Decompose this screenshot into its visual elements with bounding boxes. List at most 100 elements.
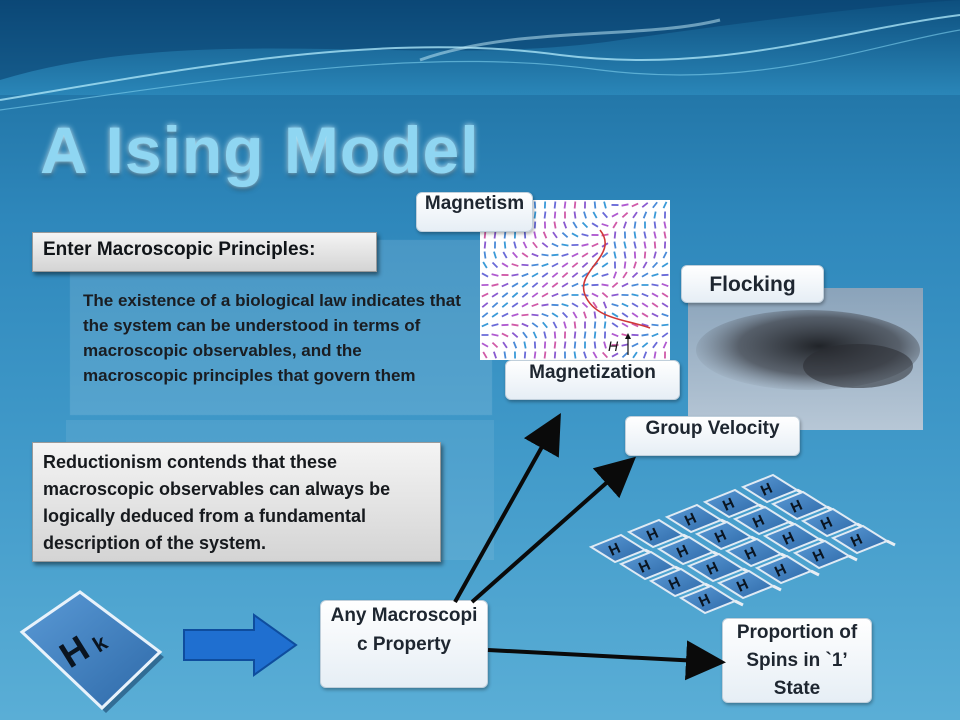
field-arrow bbox=[653, 231, 657, 239]
field-arrow bbox=[611, 212, 619, 218]
field-arrow bbox=[573, 321, 577, 329]
field-arrow bbox=[593, 201, 597, 209]
field-arrow bbox=[511, 263, 519, 267]
field-arrow bbox=[662, 251, 668, 259]
field-arrow bbox=[521, 263, 529, 267]
field-arrow bbox=[551, 312, 559, 318]
field-arrow bbox=[593, 321, 597, 329]
field-arrow bbox=[583, 311, 587, 319]
field-arrow bbox=[541, 242, 549, 248]
field-arrow bbox=[641, 292, 649, 298]
field-arrow bbox=[533, 351, 537, 359]
field-arrow bbox=[481, 302, 489, 308]
field-arrow bbox=[543, 211, 547, 219]
any-property-box: Any Macroscopic Property bbox=[320, 600, 488, 688]
field-arrow bbox=[563, 341, 567, 349]
field-arrow bbox=[511, 323, 519, 327]
field-arrow bbox=[561, 262, 569, 268]
field-arrow bbox=[571, 282, 579, 288]
field-arrow bbox=[603, 341, 607, 349]
field-arrow bbox=[531, 282, 539, 288]
field-arrow bbox=[602, 211, 608, 219]
field-arrow bbox=[551, 272, 559, 278]
field-arrow bbox=[533, 211, 537, 219]
field-arrow bbox=[641, 312, 649, 318]
field-arrow bbox=[561, 303, 569, 307]
proportion-text: Proportion of Spins in `1’ State bbox=[736, 622, 858, 699]
field-arrow bbox=[651, 302, 659, 308]
field-arrow bbox=[483, 241, 487, 249]
field-arrow bbox=[543, 331, 547, 339]
group-velocity-label: Group Velocity bbox=[625, 416, 800, 456]
field-arrow bbox=[531, 292, 539, 298]
field-arrow bbox=[631, 302, 639, 308]
field-arrow bbox=[533, 231, 537, 239]
field-arrow bbox=[603, 321, 607, 329]
any-property-text: Any Macroscopic Property bbox=[330, 605, 478, 655]
field-arrow bbox=[501, 282, 509, 288]
field-arrow bbox=[651, 283, 659, 287]
field-arrow bbox=[503, 351, 507, 359]
field-arrow bbox=[511, 302, 519, 308]
field-arrow bbox=[613, 251, 617, 259]
field-arrow bbox=[642, 211, 648, 219]
field-arrow bbox=[631, 271, 639, 279]
field-arrow bbox=[621, 343, 629, 347]
field-arrow bbox=[571, 232, 579, 238]
field-arrow bbox=[532, 241, 538, 249]
lattice-peg bbox=[886, 539, 896, 547]
field-arrow bbox=[541, 292, 549, 298]
field-arrow bbox=[523, 351, 527, 359]
field-arrow bbox=[641, 323, 649, 327]
field-arrow bbox=[501, 262, 509, 268]
field-arrow bbox=[661, 313, 669, 317]
field-arrow bbox=[491, 292, 499, 298]
field-arrow bbox=[561, 231, 569, 239]
field-arrow bbox=[633, 261, 637, 269]
field-arrow bbox=[661, 302, 669, 308]
field-arrow bbox=[632, 211, 638, 219]
field-arrow bbox=[601, 351, 609, 359]
field-arrow bbox=[563, 321, 567, 329]
field-arrow bbox=[643, 231, 647, 239]
field-arrow bbox=[561, 243, 569, 247]
field-arrow bbox=[621, 282, 629, 288]
field-arrow bbox=[511, 282, 519, 288]
field-arrow bbox=[541, 303, 549, 307]
field-arrow bbox=[571, 252, 579, 258]
field-arrow bbox=[501, 302, 509, 308]
field-arrow bbox=[581, 221, 589, 229]
field-arrow bbox=[591, 242, 599, 248]
lattice-peg bbox=[810, 569, 820, 577]
field-arrow bbox=[662, 201, 668, 209]
field-arrow bbox=[552, 321, 558, 329]
field-arrow bbox=[491, 273, 499, 277]
field-axis-label: H bbox=[608, 338, 619, 354]
field-arrow bbox=[621, 322, 629, 328]
principles-header-text: Enter Macroscopic Principles: bbox=[43, 239, 316, 260]
field-arrow bbox=[581, 243, 589, 247]
field-arrow bbox=[561, 311, 569, 319]
field-arrow bbox=[642, 351, 648, 359]
field-arrow bbox=[521, 252, 529, 258]
field-arrow bbox=[621, 211, 629, 219]
field-arrow bbox=[621, 203, 629, 207]
magnetization-label: Magnetization bbox=[505, 360, 680, 400]
flocking-label-text: Flocking bbox=[709, 273, 796, 296]
field-arrow bbox=[502, 251, 508, 259]
field-arrow bbox=[653, 251, 657, 259]
proportion-box: Proportion of Spins in `1’ State bbox=[722, 618, 872, 703]
field-arrow bbox=[581, 262, 589, 268]
field-arrow bbox=[613, 241, 617, 249]
field-arrow bbox=[551, 292, 559, 298]
field-arrow bbox=[572, 311, 578, 319]
field-arrow bbox=[592, 211, 598, 219]
field-arrow bbox=[581, 301, 589, 309]
field-arrow bbox=[651, 261, 659, 269]
field-arrow bbox=[481, 312, 489, 318]
field-arrow bbox=[573, 341, 577, 349]
field-arrow bbox=[641, 342, 649, 348]
